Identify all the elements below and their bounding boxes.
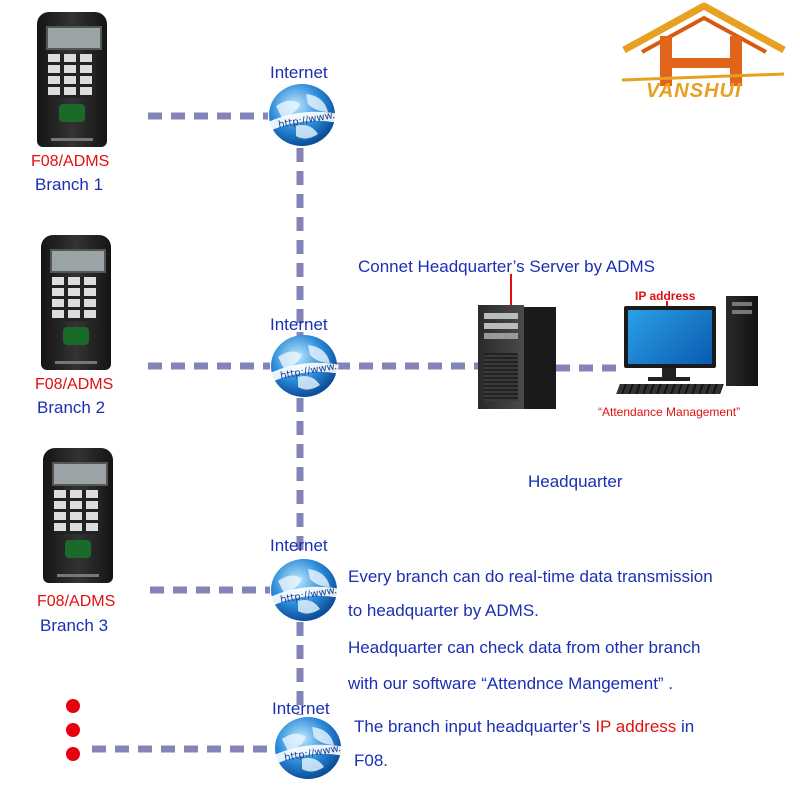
server-icon — [478, 305, 556, 409]
internet-globe-icon: http://www. — [266, 82, 338, 148]
more-branches-dot-1 — [66, 699, 80, 713]
branch1-model: F08/ADMS — [31, 153, 110, 170]
internet-globe-icon: http://www. — [268, 333, 340, 399]
internet-globe-icon: http://www. — [268, 557, 340, 623]
attendance-label: “Attendance Management” — [598, 405, 741, 419]
description-line-2: to headquarter by ADMS. — [348, 601, 539, 620]
description-line-5c: in — [676, 717, 695, 736]
logo-text: VANSHUI — [646, 80, 742, 102]
server-title: Connet Headquarter’s Server by ADMS — [358, 257, 656, 276]
ip-address-label: IP address — [635, 289, 696, 303]
internet-label-1: Internet — [270, 63, 328, 82]
internet-globe-icon: http://www. — [272, 715, 344, 781]
branch2-model: F08/ADMS — [35, 376, 114, 393]
internet-label-3: Internet — [270, 536, 328, 555]
description-line-4: with our software “Attendnce Mangement” … — [348, 674, 674, 693]
description-line-5: The branch input headquarter’s IP addres… — [354, 717, 694, 737]
more-branches-dot-2 — [66, 723, 80, 737]
house-roof-icon — [621, 2, 786, 86]
computer-icon — [616, 296, 788, 402]
internet-label-4: Internet — [272, 699, 330, 718]
branch2-name: Branch 2 — [37, 398, 106, 417]
description-line-6: F08. — [354, 751, 389, 770]
description-ip-address: IP address — [595, 717, 677, 736]
description-line-1: Every branch can do real-time data trans… — [348, 567, 713, 586]
branch1-name: Branch 1 — [35, 175, 104, 194]
branch3-name: Branch 3 — [40, 616, 109, 635]
vanshui-logo: VANSHUI — [612, 2, 792, 102]
description-line-5a: The branch input headquarter’s — [354, 717, 596, 736]
f08-device-3 — [43, 448, 113, 583]
internet-label-2: Internet — [270, 315, 328, 334]
more-branches-dot-3 — [66, 747, 80, 761]
f08-device-2 — [41, 235, 111, 370]
headquarter-label: Headquarter — [528, 472, 623, 491]
description-line-3: Headquarter can check data from other br… — [348, 638, 701, 657]
branch3-model: F08/ADMS — [37, 593, 116, 610]
f08-device-1 — [37, 12, 107, 147]
